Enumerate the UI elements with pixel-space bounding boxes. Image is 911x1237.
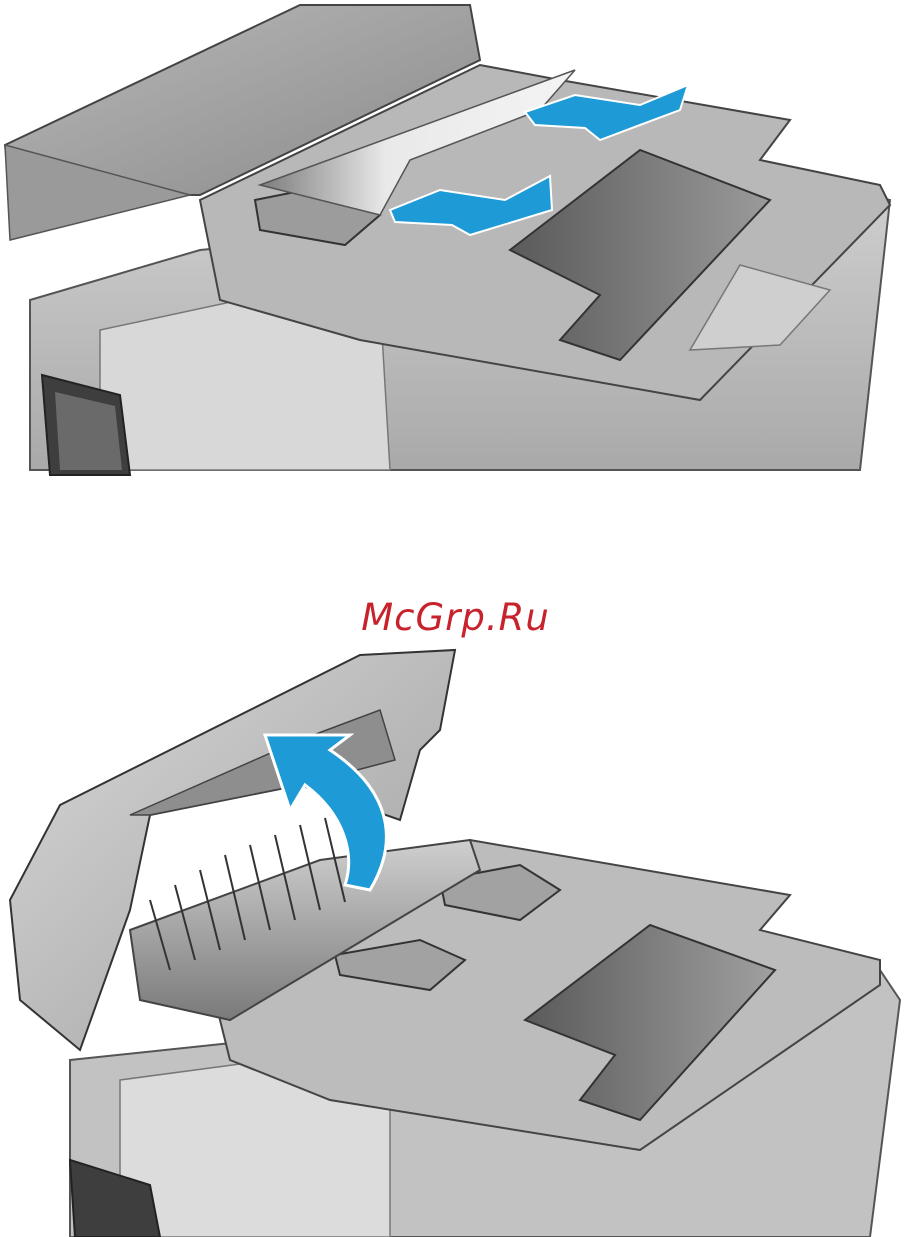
watermark-text: McGrp.Ru [0, 596, 911, 639]
illustration-remove-jam [0, 0, 911, 480]
illustration-open-cover [0, 640, 911, 1237]
printer-feeder-drawing-bottom [0, 640, 911, 1237]
printer-feeder-drawing-top [0, 0, 911, 480]
